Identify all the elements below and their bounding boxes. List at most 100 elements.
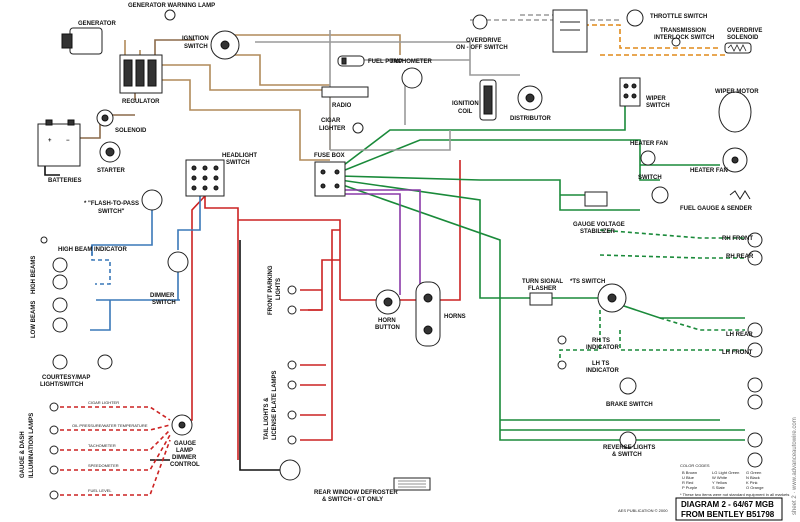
- overdrive-solenoid-label2: SOLENOID: [727, 35, 759, 41]
- tail-lights-component: [287, 360, 297, 445]
- color-code: K Pink: [746, 480, 758, 485]
- dimmer-switch-label: DIMMER: [150, 293, 175, 299]
- tail-lights-label: TAIL LIGHTS &: [264, 397, 270, 440]
- lh-ts-indicator-label: LH TS: [592, 361, 609, 367]
- wiper-motor-component: WIPER MOTOR: [715, 89, 759, 133]
- ignition-coil-component: IGNITION COIL: [452, 79, 497, 121]
- heater-fan-switch-label2: SWITCH: [638, 175, 662, 181]
- high-beams-label: HIGH BEAMS: [31, 256, 37, 294]
- front-parking-label: FRONT PARKING: [268, 265, 274, 315]
- gauge-lamp-dimmer-component: GAUGE LAMP DIMMER CONTROL: [170, 414, 200, 468]
- generator-component: GENERATOR: [61, 21, 116, 55]
- cigar-label: CIGAR: [321, 118, 341, 124]
- horn-button-component: HORN BUTTON: [375, 289, 401, 331]
- front-parking-label2: LIGHTS: [276, 278, 282, 300]
- tachometer-component: TACHOMETER: [390, 59, 433, 89]
- wiper-switch-label: WIPER: [646, 96, 666, 102]
- tachometer-lamp-label: TACHOMETER: [88, 443, 116, 448]
- color-code: B Brown: [682, 470, 697, 475]
- gauge-lamp-dimmer-label2: LAMP: [176, 448, 193, 454]
- flash-to-pass-label2: SWITCH": [98, 209, 125, 215]
- color-code: G Green: [746, 470, 761, 475]
- rh-ts-indicator-component: RH TS INDICATOR: [557, 335, 619, 351]
- color-code: U Blue: [682, 475, 695, 480]
- high-beam-indicator-component: HIGH BEAM INDICATOR: [40, 236, 127, 253]
- gauge-lamp-dimmer-label3: DIMMER: [172, 455, 197, 461]
- radio-label: RADIO: [332, 103, 352, 109]
- overdrive-switch-component: OVERDRIVE ON - OFF SWITCH: [456, 14, 508, 51]
- speedometer-lamp-label: SPEEDOMETER: [88, 463, 119, 468]
- overdrive-switch-label2: ON - OFF SWITCH: [456, 45, 508, 51]
- turn-signal-flasher-component: TURN SIGNAL FLASHER: [522, 279, 563, 306]
- dash-lamps-component: [49, 402, 59, 500]
- ignition-coil-label2: COIL: [458, 109, 473, 115]
- trans-interlock-label2: INTERLOCK SWITCH: [654, 35, 714, 41]
- color-code: S Slate: [712, 485, 726, 490]
- dimmer-switch-label2: SWITCH: [152, 300, 176, 306]
- legend-note: * These two items were not standard equi…: [680, 492, 789, 497]
- lh-rear-label: LH REAR: [726, 332, 753, 338]
- rear-defroster-component: REAR WINDOW DEFROSTER & SWITCH - GT ONLY: [279, 459, 431, 503]
- color-code: R Red: [682, 480, 693, 485]
- horn-button-label: HORN: [378, 318, 396, 324]
- trans-interlock-label: TRANSMISSION: [660, 28, 706, 34]
- gauge-dash-lamps-label2: ILLUMINATION LAMPS: [29, 413, 35, 478]
- gen-warning-lamp-component: GENERATOR WARNING LAMP: [128, 3, 215, 21]
- rear-defroster-label: REAR WINDOW DEFROSTER: [314, 490, 398, 496]
- reverse-lights-label: REVERSE LIGHTS: [603, 445, 655, 451]
- wiper-switch-component: WIPER SWITCH: [619, 77, 670, 109]
- fuel-gauge-component: FUEL GAUGE & SENDER: [651, 186, 753, 212]
- heater-fan-switch-label: HEATER FAN: [630, 141, 668, 147]
- starter-label: STARTER: [97, 168, 126, 174]
- watermark: sheet 2 · www.advanceautowire.com: [792, 417, 798, 515]
- gen-warning-label: GENERATOR WARNING LAMP: [128, 3, 215, 9]
- lh-ts-indicator-label2: INDICATOR: [586, 368, 619, 374]
- color-codes-heading: COLOR CODES: [680, 463, 710, 468]
- solenoid-label: SOLENOID: [115, 128, 147, 134]
- reverse-lights-label2: & SWITCH: [612, 452, 642, 458]
- ignition-coil-label: IGNITION: [452, 101, 479, 107]
- rh-front-label: RH FRONT: [722, 236, 753, 242]
- brake-switch-component: BRAKE SWITCH: [606, 377, 763, 410]
- fuel-pump-label: FUEL PUMP: [368, 59, 403, 65]
- courtesy-light-component: COURTESY/MAP LIGHT/SWITCH: [40, 354, 113, 388]
- heater-fan-label: HEATER FAN: [690, 168, 728, 174]
- color-code: N Black: [746, 475, 760, 480]
- rh-ts-indicator-label: RH TS: [592, 338, 610, 344]
- color-code: O Orange: [746, 485, 764, 490]
- lh-ts-indicator-component: LH TS INDICATOR: [557, 360, 619, 374]
- ignition-switch-label: IGNITION: [182, 36, 209, 42]
- brake-switch-label: BRAKE SWITCH: [606, 402, 653, 408]
- fuse-box-label: FUSE BOX: [314, 153, 345, 159]
- overdrive-relay-component: [552, 9, 588, 53]
- ignition-switch-label2: SWITCH: [184, 44, 208, 50]
- heater-fan-component: HEATER FAN: [690, 147, 748, 174]
- throttle-switch-label: THROTTLE SWITCH: [650, 14, 707, 20]
- headlight-switch-label: HEADLIGHT: [222, 153, 257, 159]
- overdrive-switch-label: OVERDRIVE: [466, 38, 501, 44]
- gauge-stabilizer-label: GAUGE VOLTAGE: [573, 222, 625, 228]
- gauge-stabilizer-label2: STABILIZER: [580, 229, 616, 235]
- lh-front-label: LH FRONT: [722, 350, 753, 356]
- rh-rear-label: RH REAR: [726, 254, 754, 260]
- overdrive-solenoid-label: OVERDRIVE: [727, 28, 762, 34]
- starter-component: STARTER: [97, 141, 126, 174]
- front-parking-lights-component: [287, 285, 297, 315]
- headlight-switch-component: HEADLIGHT SWITCH: [185, 153, 257, 197]
- flash-to-pass-component: * "FLASH-TO-PASS SWITCH": [84, 189, 163, 215]
- oil-pressure-lamp-label: OIL PRESSURE/WATER TEMPERATURE: [72, 423, 148, 428]
- dimmer-switch-component: DIMMER SWITCH: [150, 251, 189, 306]
- generator-label: GENERATOR: [78, 21, 116, 27]
- radio-component: RADIO: [321, 86, 369, 109]
- fuel-pump-component: FUEL PUMP: [337, 55, 403, 67]
- rear-defroster-label2: & SWITCH - GT ONLY: [322, 497, 383, 503]
- ts-switch-component: *TS SWITCH: [570, 279, 627, 313]
- tail-lights-label2: LICENSE PLATE LAMPS: [272, 370, 278, 440]
- headlamps-component: [52, 257, 68, 333]
- gauge-lamp-dimmer-label4: CONTROL: [170, 462, 200, 468]
- turn-signal-flasher-label2: FLASHER: [528, 286, 557, 292]
- diagram-subtitle: FROM BENTLEY B51798: [681, 510, 775, 519]
- wiper-switch-label2: SWITCH: [646, 103, 670, 109]
- trans-interlock-component: TRANSMISSION INTERLOCK SWITCH: [654, 28, 714, 47]
